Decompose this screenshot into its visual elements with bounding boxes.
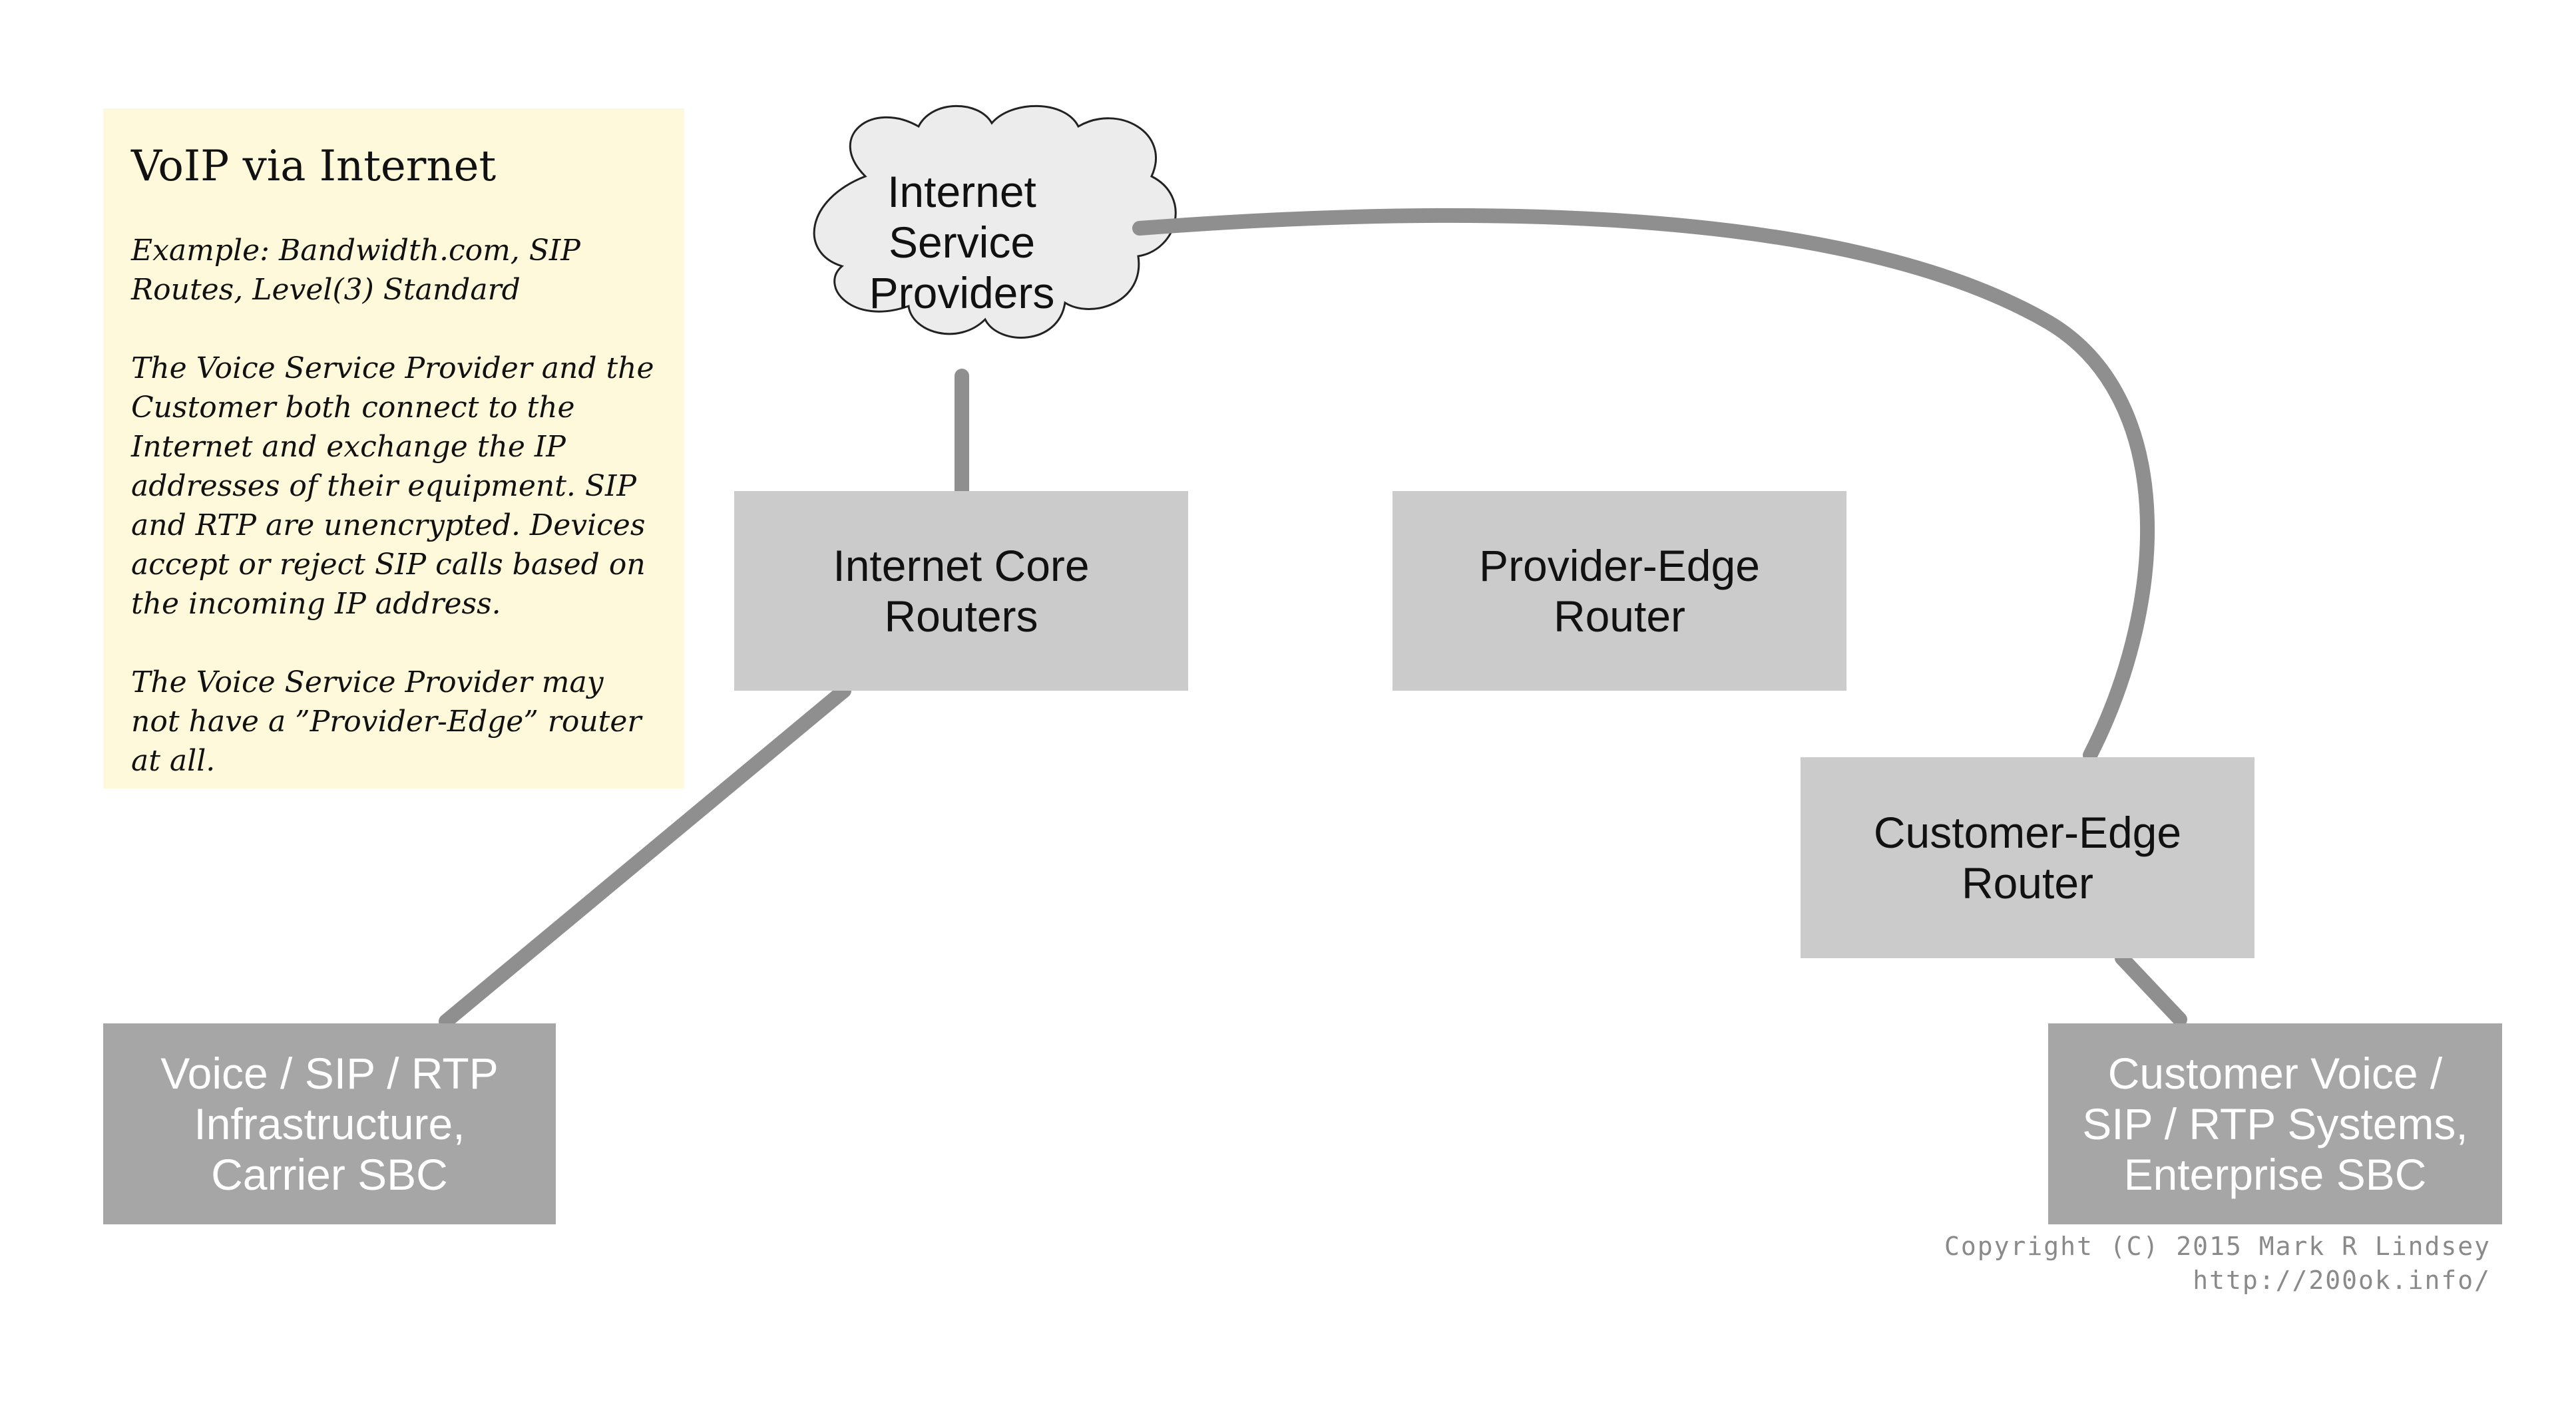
connector-cloud-customer-edge: [1132, 208, 2155, 763]
info-note: VoIP via Internet Example: Bandwidth.com…: [103, 108, 684, 789]
note-paragraph-description: The Voice Service Provider and the Custo…: [131, 351, 654, 621]
connector-customer-edge-systems: [2115, 951, 2187, 1027]
provider-edge-router-node: Provider-Edge Router: [1393, 491, 1846, 691]
copyright-text: Copyright (C) 2015 Mark R Lindsey: [1944, 1232, 2491, 1261]
note-paragraph-example: Example: Bandwidth.com, SIP Routes, Leve…: [131, 234, 580, 307]
note-title: VoIP via Internet: [131, 142, 497, 191]
copyright-url: http://200ok.info/: [2193, 1266, 2491, 1295]
internet-cloud-shape: [813, 104, 1177, 339]
internet-core-routers-node: Internet Core Routers: [734, 491, 1188, 691]
copyright-notice: Copyright (C) 2015 Mark R Lindsey http:/…: [1944, 1230, 2491, 1298]
customer-edge-router-node: Customer-Edge Router: [1801, 757, 2254, 958]
carrier-infrastructure-node: Voice / SIP / RTP Infrastructure, Carrie…: [103, 1023, 556, 1224]
connector-core-carrier: [439, 683, 851, 1029]
customer-systems-node: Customer Voice / SIP / RTP Systems, Ente…: [2048, 1023, 2502, 1224]
internet-cloud-label: Internet Service Providers: [869, 167, 1055, 317]
note-paragraph-provider-edge: The Voice Service Provider may not have …: [131, 665, 642, 778]
